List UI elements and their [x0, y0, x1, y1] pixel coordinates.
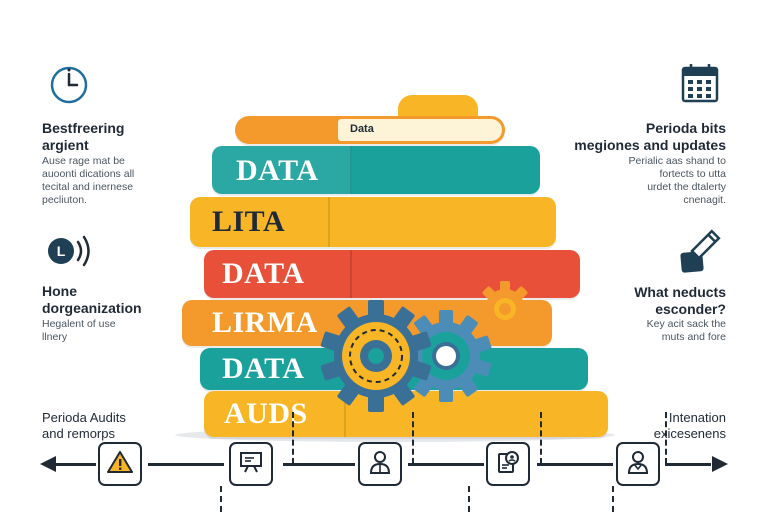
- clock-icon: [48, 64, 90, 111]
- timeline-line-1: [54, 463, 96, 466]
- timeline-line-3: [283, 463, 355, 466]
- layer-1: [212, 146, 540, 194]
- right-block-1-desc: Perialic aas shand to fortects to utta u…: [628, 155, 726, 206]
- guide-line-7: [665, 412, 667, 464]
- layer-5-label: DATA: [222, 352, 305, 385]
- timeline-line-2: [148, 463, 224, 466]
- warning-icon: [107, 450, 133, 479]
- left-block-2-title: Hone dorgeanization: [42, 283, 142, 316]
- timeline-node-user[interactable]: [358, 442, 402, 486]
- timeline-line-4: [408, 463, 484, 466]
- person-icon: [625, 449, 651, 480]
- right-block-3-desc: Intenation exicesenens: [653, 410, 726, 441]
- gear-large-icon: [318, 298, 434, 419]
- right-block-2-desc: Key acit sack the muts and fore: [646, 318, 726, 343]
- layer-3-divider: [350, 250, 352, 298]
- layer-6-divider: [344, 391, 346, 437]
- layer-1-tab: [212, 146, 352, 194]
- guide-line-4: [468, 486, 470, 512]
- guide-line-3: [412, 412, 414, 464]
- timeline-arrow-left: [40, 456, 60, 477]
- layer-6-label: AUDS: [224, 397, 308, 430]
- svg-text:L: L: [57, 243, 66, 259]
- timeline-line-5: [537, 463, 613, 466]
- layer-2: [190, 197, 556, 247]
- sound-icon: L: [44, 232, 96, 275]
- timeline-node-document-user[interactable]: [486, 442, 530, 486]
- timeline-node-warning[interactable]: [98, 442, 142, 486]
- layer-1-label: DATA: [236, 154, 319, 187]
- user-icon: [367, 449, 393, 480]
- top-tab-label-box: [338, 119, 502, 141]
- presentation-icon: [238, 450, 264, 479]
- left-block-1-title: Bestfreering argient: [42, 120, 125, 153]
- guide-line-6: [612, 486, 614, 512]
- guide-line-1: [220, 486, 222, 512]
- gear-small-icon: [474, 278, 536, 345]
- timeline-line-6: [665, 463, 711, 466]
- guide-line-5: [540, 412, 542, 464]
- right-block-1-title: Perioda bits megiones and updates: [574, 120, 726, 153]
- left-block-1-desc: Ause rage mat be auoonti dications all t…: [42, 155, 135, 206]
- layer-2-label: LITA: [212, 205, 286, 238]
- timeline-node-person[interactable]: [616, 442, 660, 486]
- guide-line-2: [292, 412, 294, 464]
- layer-2-divider: [328, 197, 330, 247]
- calendar-icon: [680, 62, 720, 109]
- top-tab-label: Data: [350, 123, 374, 135]
- layer-4-label: LIRMA: [212, 306, 318, 339]
- right-block-2-title: What neducts esconder?: [634, 284, 726, 317]
- left-block-3-desc: Perioda Audits and remorps: [42, 410, 126, 441]
- timeline-node-presentation[interactable]: [229, 442, 273, 486]
- left-block-2-desc: Hegalent of use llnery: [42, 318, 116, 343]
- timeline-arrow-right: [708, 456, 728, 477]
- layer-3-label: DATA: [222, 257, 305, 290]
- document-user-icon: [495, 449, 521, 480]
- pencil-icon: [676, 228, 722, 279]
